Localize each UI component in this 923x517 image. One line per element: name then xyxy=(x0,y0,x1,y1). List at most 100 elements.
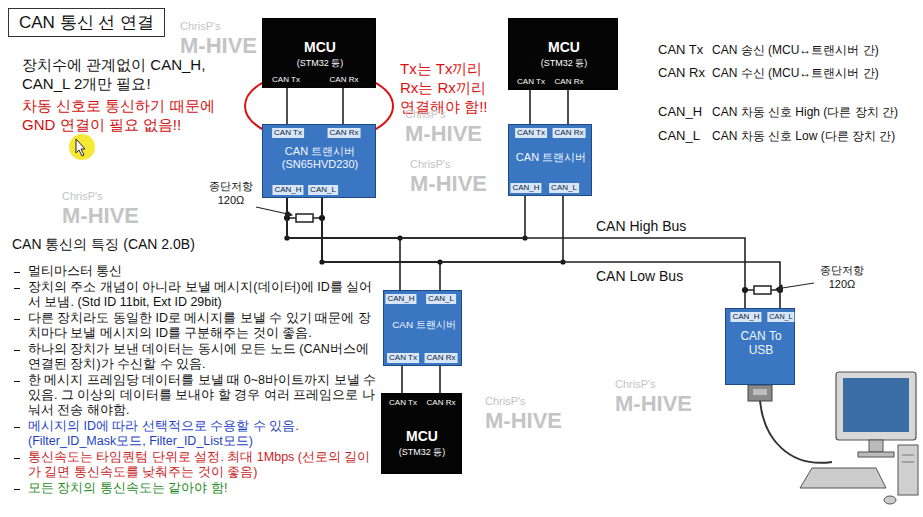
watermark: M-HIVE xyxy=(405,120,482,148)
signal-name: CAN Rx xyxy=(658,65,705,81)
bullet-dash xyxy=(14,272,20,273)
chip-subtitle: (STM32 등) xyxy=(297,58,344,69)
bullet-dash xyxy=(14,489,20,490)
pin-label: CAN Tx xyxy=(272,75,300,85)
watermark: ChrisP's xyxy=(62,190,103,204)
bullet-dash xyxy=(14,381,20,382)
pin-label: CAN Tx xyxy=(515,128,547,138)
bus-wire xyxy=(287,198,400,290)
title-box: CAN 통신 선 연결 xyxy=(8,8,165,37)
bus-wire xyxy=(322,196,563,262)
signal-wire xyxy=(567,90,569,124)
pin-label: CAN_L xyxy=(767,312,794,322)
feature-item: 메시지의 ID에 따라 선택적으로 수용할 수 있음. (Filter_ID_M… xyxy=(14,419,376,449)
chip-name: MCU xyxy=(304,39,336,56)
pin-label: CAN_H xyxy=(385,294,416,304)
feature-item: 통신속도는 타임퀀텀 단위로 설정. 최대 1Mbps (선로의 길이가 길면 … xyxy=(14,450,376,480)
resistor-label: 종단저항 120Ω xyxy=(816,264,868,292)
watermark: M-HIVE xyxy=(485,407,562,435)
watermark: M-HIVE xyxy=(615,390,692,418)
feature-text: 통신속도는 타임퀀텀 단위로 설정. 최대 1Mbps (선로의 길이가 길면 … xyxy=(28,450,376,480)
converter-name: CAN To USB xyxy=(739,329,783,358)
signal-wire xyxy=(439,366,441,393)
signal-description: CAN 송신 (MCU↔트랜시버 간) xyxy=(712,43,879,58)
pin-label: CAN Rx xyxy=(553,128,586,138)
leader-line xyxy=(776,283,814,289)
transceiver-box: CAN TxCAN RxCAN 트랜시버CAN_HCAN_L xyxy=(508,124,592,196)
bullet-dash xyxy=(14,319,20,320)
pin-label: CAN Rx xyxy=(427,398,456,408)
pin-label: CAN Tx xyxy=(387,353,419,363)
watermark: ChrisP's xyxy=(180,20,221,34)
pin-label: CAN_L xyxy=(308,185,338,195)
transceiver-box: CAN_H CAN_L CAN To USB xyxy=(725,308,795,385)
bullet-dash xyxy=(14,350,20,351)
note-text: Tx는 Tx끼리 Rx는 Rx끼리 연결해야 함!! xyxy=(400,60,504,116)
signal-name: CAN Tx xyxy=(658,42,703,58)
resistor-label: 종단저항 120Ω xyxy=(205,180,257,208)
signal-wire xyxy=(286,88,288,124)
chip-subtitle: (STM32 등) xyxy=(541,58,588,69)
bullet-dash xyxy=(14,458,20,459)
watermark: ChrisP's xyxy=(405,108,446,122)
pin-label: CAN_H xyxy=(510,183,541,193)
pin-label: CAN Tx xyxy=(517,77,545,87)
signal-name: CAN_L xyxy=(658,128,700,144)
chip-subtitle: (STM32 등) xyxy=(399,447,446,458)
bus-label: CAN Low Bus xyxy=(596,268,683,286)
pin-label: CAN Rx xyxy=(330,75,359,85)
chip-name: MCU xyxy=(406,428,438,445)
mcu-box: MCU (STM32 등) CAN Tx CAN Rx xyxy=(262,18,376,88)
feature-text: 한 메시지 프레임당 데이터를 보낼 때 0~8바이트까지 보낼 수 있음. 그… xyxy=(28,373,376,418)
signal-description: CAN 차동 신호 High (다른 장치 간) xyxy=(712,105,898,120)
signal-wire xyxy=(401,366,403,393)
pin-label: CAN_H xyxy=(272,185,303,195)
pin-label: CAN Rx xyxy=(425,353,458,363)
feature-text: 모든 장치의 통신속도는 같아야 함! xyxy=(28,481,376,496)
watermark: M-HIVE xyxy=(62,202,139,230)
watermark: ChrisP's xyxy=(615,378,656,392)
note-text: 장치수에 관계없이 CAN_H, CAN_L 2개만 필요! xyxy=(22,56,214,94)
feature-list: 멀티마스터 통신장치의 주소 개념이 아니라 보낼 메시지(데이터)에 ID를 … xyxy=(14,264,376,497)
feature-text: 메시지의 ID에 따라 선택적으로 수용할 수 있음. (Filter_ID_M… xyxy=(28,419,376,449)
cursor-highlight xyxy=(69,134,95,160)
pin-label: CAN Tx xyxy=(272,128,304,138)
section-heading: CAN 통신의 특징 (CAN 2.0B) xyxy=(12,236,195,254)
feature-item: 멀티마스터 통신 xyxy=(14,264,376,279)
watermark: M-HIVE xyxy=(180,32,257,60)
feature-item: 장치의 주소 개념이 아니라 보낼 메시지(데이터)에 ID를 실어서 보냄. … xyxy=(14,280,376,310)
transceiver-name: CAN 트랜시버 xyxy=(386,319,462,331)
signal-name: CAN_H xyxy=(658,104,702,120)
signal-description: CAN 수신 (MCU↔트랜시버 간) xyxy=(712,66,879,81)
feature-text: 멀티마스터 통신 xyxy=(28,264,376,279)
computer-illustration xyxy=(800,372,918,504)
bus-label: CAN High Bus xyxy=(596,218,686,236)
transceiver-box: CAN_H CAN_L CAN 트랜시버 CAN Tx CAN Rx xyxy=(383,290,462,366)
bullet-dash xyxy=(14,427,20,428)
watermark: M-HIVE xyxy=(410,170,487,198)
feature-text: 다른 장치라도 동일한 ID로 메시지를 보낼 수 있기 때문에 장치마다 보낼… xyxy=(28,311,376,341)
pin-label: CAN Tx xyxy=(389,398,417,408)
pin-label: CAN Rx xyxy=(328,128,361,138)
bus-wire xyxy=(322,198,440,290)
signal-wire xyxy=(529,90,531,124)
note-text: 차동 신호로 통신하기 때문에 GND 연결이 필요 없음!! xyxy=(22,97,227,135)
mcu-box: MCU (STM32 등) CAN Tx CAN Rx xyxy=(508,18,618,90)
watermark: ChrisP's xyxy=(410,158,451,172)
signal-wire xyxy=(342,88,344,124)
feature-item: 다른 장치라도 동일한 ID로 메시지를 보낼 수 있기 때문에 장치마다 보낼… xyxy=(14,311,376,341)
transceiver-name: CAN 트랜시버 (SN65HVD230) xyxy=(268,145,372,171)
mcu-box: CAN Tx CAN Rx MCU (STM32 등) xyxy=(381,393,462,474)
chip-name: MCU xyxy=(548,39,580,56)
bullet-dash xyxy=(14,288,20,289)
signal-description: CAN 차동 신호 Low (다른 장치 간) xyxy=(712,129,895,144)
resistor-symbol xyxy=(287,214,322,222)
pin-label: CAN_L xyxy=(426,294,456,304)
pin-label: CAN_H xyxy=(730,312,761,322)
pin-label: CAN Rx xyxy=(555,77,584,87)
usb-plug xyxy=(748,385,832,463)
watermark: ChrisP's xyxy=(485,395,526,409)
feature-text: 하나의 장치가 보낸 데이터는 동시에 모든 노드 (CAN버스에 연결된 장치… xyxy=(28,342,376,372)
transceiver-box: CAN Tx CAN Rx CAN 트랜시버 (SN65HVD230) CAN_H CA… xyxy=(262,124,376,198)
